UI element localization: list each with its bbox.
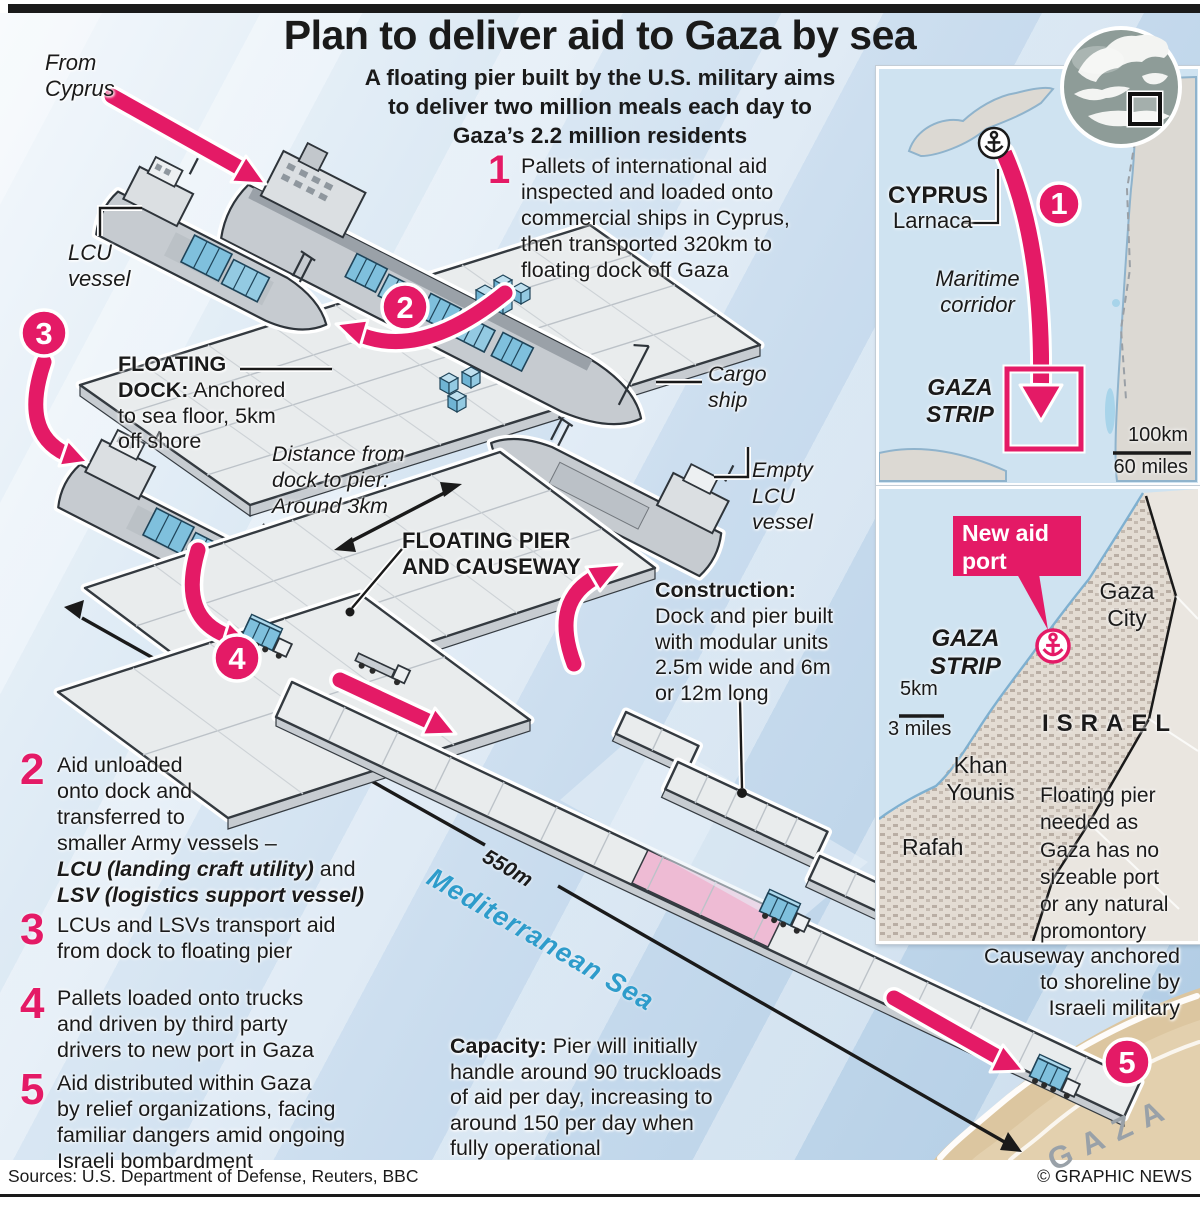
- distance-note: Distance from dock to pier: Around 3km: [272, 442, 405, 518]
- dead-sea: [1105, 388, 1115, 434]
- lake: [1112, 299, 1120, 307]
- from-cyprus-label: From Cyprus: [45, 50, 115, 102]
- map-gaza-strip: [875, 485, 1200, 945]
- floating-dock-title: FLOATING DOCK:: [118, 352, 227, 402]
- map-cyprus-scale-miles: 60 miles: [1113, 456, 1188, 478]
- empty-lcu-label: Empty LCU vessel: [752, 458, 813, 534]
- step-3-number: 3: [20, 905, 45, 954]
- page-title: Plan to deliver aid to Gaza by sea: [283, 12, 917, 58]
- route-arrowhead: [1018, 383, 1064, 423]
- step-4-text: Pallets loaded onto trucks and driven by…: [57, 986, 314, 1062]
- top-rule: [8, 4, 1200, 13]
- map-cyprus-country: CYPRUS: [888, 182, 989, 209]
- egypt-coast: [879, 448, 1007, 482]
- capacity-text: Pier will initially handle around 90 tru…: [450, 1034, 722, 1161]
- floating-dock-text: Anchored to sea floor, 5km off shore: [118, 377, 286, 454]
- map-gaza-scale-km: 5km: [900, 678, 938, 700]
- floating-pier-label: FLOATING PIER AND CAUSEWAY: [402, 528, 581, 580]
- badge-1: 1: [1050, 186, 1067, 221]
- capacity-note: Capacity: Pier will initially handle aro…: [450, 1034, 760, 1162]
- cargo-ship-label: Cargo ship: [708, 362, 767, 412]
- construction-title: Construction:: [655, 578, 796, 602]
- khan-younis-label: Khan Younis: [946, 752, 1015, 805]
- step-4-number: 4: [20, 979, 45, 1028]
- gaza-urban-band: [879, 493, 1176, 941]
- step-1-text: Pallets of international aid inspected a…: [521, 154, 790, 282]
- cyprus-island: [907, 86, 1055, 158]
- map-gaza-scale-miles: 3 miles: [888, 718, 952, 740]
- gaza-strip-box: [1004, 366, 1084, 452]
- step-2-pre: Aid unloaded onto dock and transferred t…: [57, 753, 277, 855]
- new-aid-port-box: [953, 516, 1081, 576]
- new-aid-port-callout: New aid port: [962, 520, 1049, 574]
- map-cyprus-gaza-strip: GAZA STRIP: [926, 374, 994, 427]
- callout-lines: [97, 205, 751, 798]
- coastline: [879, 492, 1145, 820]
- map-cyprus-city: Larnaca: [893, 208, 973, 233]
- map-gaza-strip-label: GAZA STRIP: [930, 625, 1001, 680]
- larnaca-callout-line: [963, 169, 1000, 225]
- israel-label: ISRAEL: [1042, 710, 1179, 737]
- modular-units-art: [560, 707, 898, 928]
- badge-4: 4: [228, 641, 246, 676]
- lcu-vessel-label: LCU vessel: [68, 240, 131, 292]
- map-gaza-note: Floating pier needed as Gaza has no size…: [1040, 784, 1169, 944]
- construction-note: Construction: Dock and pier built with m…: [655, 578, 885, 707]
- cargo-cube: [461, 366, 481, 389]
- map-gaza-art: [879, 489, 1198, 941]
- cargo-cube: [447, 390, 467, 413]
- maritime-corridor-label: Maritime corridor: [935, 266, 1020, 317]
- causeway-note: Causeway anchored to shoreline by Israel…: [983, 944, 1180, 1020]
- badge-3: 3: [35, 316, 52, 351]
- step-2-lsv: LSV (logistics support vessel): [57, 883, 365, 907]
- floating-dock-note: FLOATING DOCK: Anchored to sea floor, 5k…: [118, 352, 318, 455]
- sources-line: Sources: U.S. Department of Defense, Reu…: [8, 1166, 419, 1186]
- callout-pointer: [1017, 574, 1048, 630]
- bottom-rule: [0, 1194, 1200, 1197]
- floating-dock-art: [75, 220, 765, 518]
- step-2-lcu: LCU (landing craft utility): [57, 857, 314, 881]
- step-2-number: 2: [20, 745, 45, 794]
- flatbed-truck: [354, 652, 412, 686]
- credit-line: © GRAPHIC NEWS: [1037, 1166, 1192, 1186]
- step-2-mid: and: [319, 857, 356, 881]
- focus-box-halo: [1126, 90, 1164, 128]
- step-2-text: Aid unloaded onto dock and transferred t…: [57, 752, 402, 908]
- rafah-label: Rafah: [902, 834, 964, 860]
- step-5-number: 5: [20, 1065, 45, 1114]
- step-5-text: Aid distributed within Gaza by relief or…: [57, 1071, 346, 1173]
- globe-focus-box: [1128, 92, 1162, 126]
- map-cyprus-scale-km: 100km: [1127, 424, 1188, 446]
- country-borders: [1119, 128, 1138, 400]
- cargo-cube: [439, 372, 459, 395]
- capacity-title: Capacity:: [450, 1034, 547, 1058]
- badge-5: 5: [1118, 1045, 1135, 1080]
- page-subtitle: A floating pier built by the U.S. milita…: [364, 65, 836, 148]
- cargo-ship-art: [216, 141, 650, 429]
- flow-arrows: [24, 85, 1026, 1074]
- step-1-number: 1: [488, 148, 511, 192]
- construction-text: Dock and pier built with modular units 2…: [655, 603, 834, 706]
- step-3-text: LCUs and LSVs transport aid from dock to…: [57, 913, 336, 963]
- globe-icon: [1060, 26, 1182, 148]
- distance-arrow: [334, 482, 462, 552]
- step-badges: 2 3 4 5: [19, 282, 1152, 1087]
- badge-2: 2: [396, 290, 413, 325]
- gaza-border: [1031, 495, 1178, 941]
- gaza-city-label: Gaza City: [1099, 578, 1155, 631]
